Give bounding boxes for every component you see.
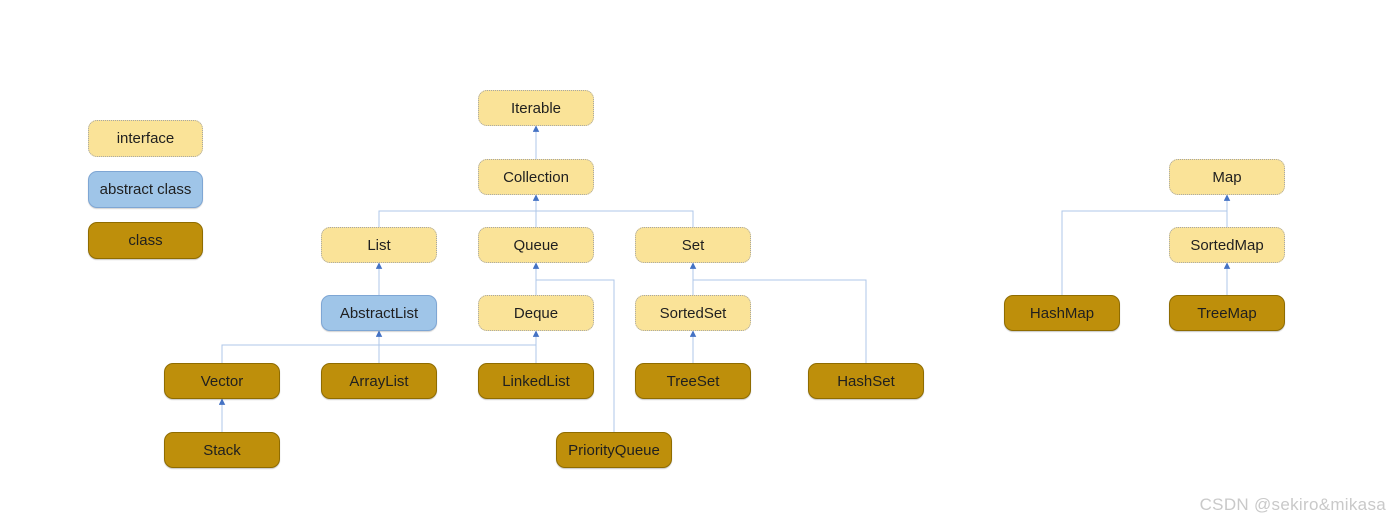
node-treemap: TreeMap [1169, 295, 1285, 331]
node-legend-interface: interface [88, 120, 203, 157]
node-stack: Stack [164, 432, 280, 468]
watermark: CSDN @sekiro&mikasa [1199, 495, 1386, 514]
node-legend-abstract-class: abstract class [88, 171, 203, 208]
node-treeset: TreeSet [635, 363, 751, 399]
node-sortedset: SortedSet [635, 295, 751, 331]
node-sortedmap: SortedMap [1169, 227, 1285, 263]
node-priorityqueue: PriorityQueue [556, 432, 672, 468]
node-deque: Deque [478, 295, 594, 331]
node-abstractlist: AbstractList [321, 295, 437, 331]
node-queue: Queue [478, 227, 594, 263]
node-arraylist: ArrayList [321, 363, 437, 399]
edge-hashmap-to-map [1061, 210, 1227, 295]
node-vector: Vector [164, 363, 280, 399]
node-set: Set [635, 227, 751, 263]
node-iterable: Iterable [478, 90, 594, 126]
node-collection: Collection [478, 159, 594, 195]
node-hashmap: HashMap [1004, 295, 1120, 331]
node-legend-class: class [88, 222, 203, 259]
node-map: Map [1169, 159, 1285, 195]
edge-hashset-to-set [693, 279, 867, 363]
node-hashset: HashSet [808, 363, 924, 399]
node-linkedlist: LinkedList [478, 363, 594, 399]
edge-priorityqueue-to-queue [536, 279, 615, 432]
node-list: List [321, 227, 437, 263]
edge-list-queue-set-bus [378, 210, 694, 227]
